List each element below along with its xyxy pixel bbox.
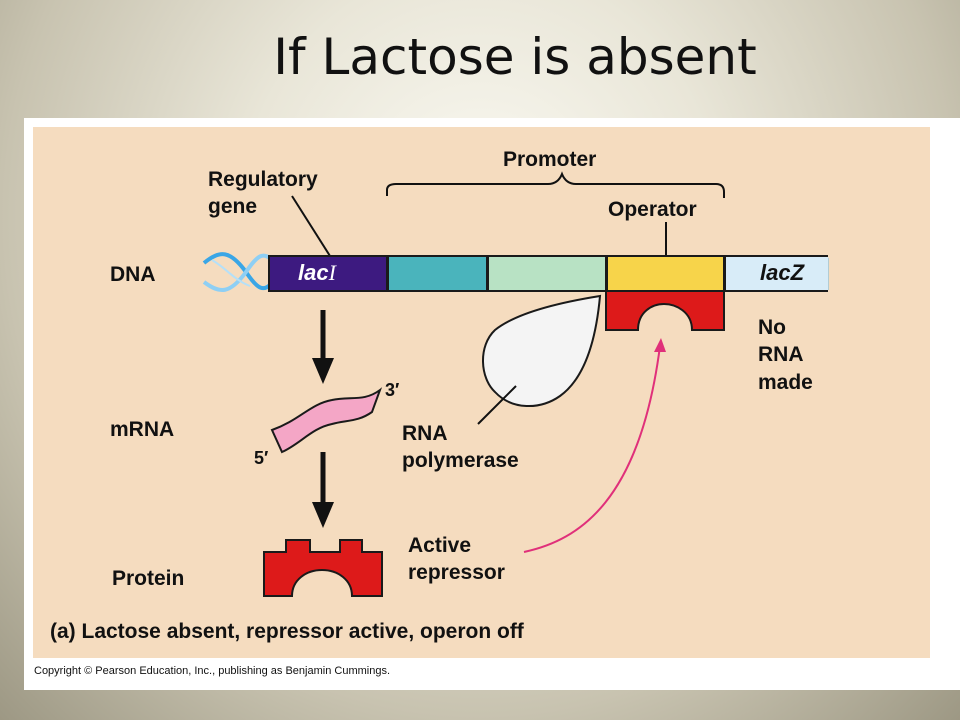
no-rna-line2: RNA [758,343,804,367]
dna-helix [202,252,274,292]
rna-polymerase-line1: RNA [402,422,448,445]
lacz-gene [724,255,828,292]
protein-label: Protein [112,567,185,590]
binding-arrowhead [654,338,666,352]
laci-gene [268,255,388,292]
rna-polymerase-line2: polymerase [402,449,519,473]
slide-title: If Lactose is absent [273,28,757,86]
no-rna-line3: made [758,370,813,394]
active-repressor-line1: Active [408,534,472,557]
regulatory-gene-line1: Regulatory [208,168,318,191]
laci-label: lacI [298,256,336,289]
mrna-strand [270,387,383,454]
figure-caption: (a) Lactose absent, repressor active, op… [50,620,524,643]
active-repressor-line2: repressor [408,561,505,585]
arrow-dna-to-mrna [312,310,334,384]
laci-prefix: lac [298,260,329,285]
mrna-label: mRNA [110,418,175,441]
regulatory-gene-line2: gene [208,195,258,219]
mrna-5prime-label: 5′ [254,448,269,468]
rna-polymerase-shape [482,294,602,408]
laci-suffix: I [328,260,336,285]
repressor-free [263,539,383,597]
no-rna-made-label: No RNA made [758,314,813,396]
operator-segment [606,255,725,292]
dna-label: DNA [110,263,156,286]
promoter-segment-1 [387,255,488,292]
promoter-label: Promoter [503,148,597,171]
operon-diagram [33,127,930,658]
copyright-notice: Copyright © Pearson Education, Inc., pub… [34,665,391,677]
mrna-3prime-label: 3′ [385,380,400,400]
operator-label: Operator [608,198,697,221]
regulatory-gene-pointer [291,195,331,257]
promoter-segment-2 [487,255,607,292]
rna-polymerase-label: RNA polymerase [402,420,519,475]
arrow-mrna-to-protein [312,452,334,528]
no-rna-line1: No [758,316,786,339]
promoter-bracket [386,171,725,198]
polymerase-pointer [477,385,517,425]
lacz-label: lacZ [760,260,805,285]
regulatory-gene-label: Regulatory gene [208,166,318,221]
binding-arrow [523,345,661,553]
active-repressor-label: Active repressor [408,532,505,587]
